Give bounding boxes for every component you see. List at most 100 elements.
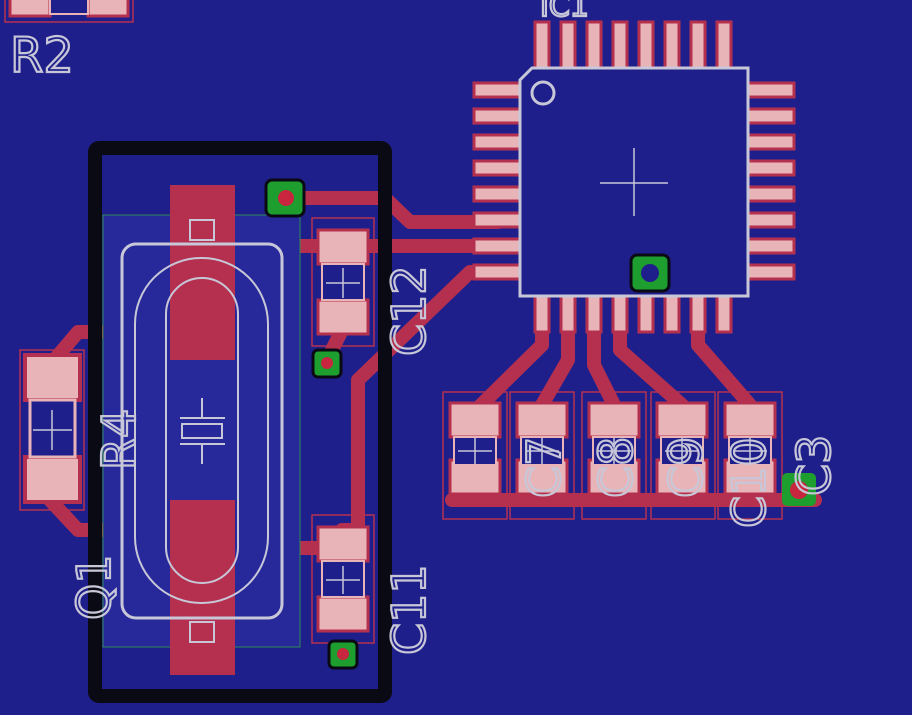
ic1-pin-top (663, 20, 681, 70)
ic1-pin-bottom (611, 294, 629, 334)
capacitor-c3 (717, 391, 783, 520)
crystal-pad-top (170, 185, 235, 360)
ic1-pin-right (746, 185, 796, 203)
ic1-package (472, 20, 796, 334)
label-c9: C9 (659, 437, 713, 498)
capacitor-c7 (442, 391, 508, 520)
crystal-q1 (88, 141, 392, 703)
via-ic-center (629, 253, 671, 293)
ic1-pin-left (472, 237, 522, 255)
crystal-pin-top (189, 219, 215, 241)
resistor-r4 (19, 349, 85, 511)
capacitor-c11 (311, 514, 375, 644)
r2-courtyard (4, 0, 134, 23)
c8-courtyard (509, 391, 575, 520)
via-c12 (311, 348, 343, 379)
ic1-pin-bottom (585, 294, 603, 334)
c9-courtyard (581, 391, 647, 520)
ic1-pin-top (533, 20, 551, 70)
label-r4: R4 (92, 409, 146, 470)
c7-courtyard (442, 391, 508, 520)
ic1-pin-right (746, 237, 796, 255)
capacitor-c12 (311, 217, 375, 347)
c10-pad-top (655, 401, 709, 439)
ic1-pin-top (715, 20, 733, 70)
c11-pad-bottom (316, 595, 370, 633)
crystal-body-outline (120, 242, 284, 620)
c8-origin-cross-icon (525, 438, 559, 464)
capacitor-c10 (650, 391, 716, 520)
crystal-can-outer (134, 257, 269, 604)
ic1-pin-left (472, 107, 522, 125)
label-c12: C12 (382, 265, 436, 356)
ic1-pin-bottom (637, 294, 655, 334)
c12-courtyard (311, 217, 375, 347)
r4-courtyard (19, 349, 85, 511)
ic1-pin-left (472, 159, 522, 177)
ic1-pin-top (611, 20, 629, 70)
c9-pad-top (587, 401, 641, 439)
ic1-origin-cross-icon (600, 148, 668, 216)
ic1-pin-left (472, 211, 522, 229)
ic1-pin-bottom (559, 294, 577, 334)
c11-origin-cross-icon (326, 566, 360, 594)
label-ic1: IC1 (540, 0, 589, 24)
ic1-pin-top (559, 20, 577, 70)
ic1-pin-top (585, 20, 603, 70)
ic1-pins (472, 20, 796, 334)
crystal-keepout-outline (88, 141, 392, 703)
label-c8: C8 (589, 437, 643, 498)
c8-pad-top (515, 401, 569, 439)
c3-courtyard (717, 391, 783, 520)
r4-origin-cross-icon (33, 410, 72, 450)
r4-pad-top (23, 353, 82, 402)
resistor-r2 (4, 0, 134, 23)
r2-body (49, 0, 89, 15)
via-top-left (264, 178, 306, 218)
crystal-pin-bottom (189, 621, 215, 643)
ic1-pin-right (746, 211, 796, 229)
label-c7: C7 (517, 437, 571, 498)
ic1-pin-right (746, 107, 796, 125)
c9-origin-cross-icon (597, 438, 631, 464)
ic1-pin-top (637, 20, 655, 70)
label-r2: R2 (10, 28, 74, 84)
ic1-pin-right (746, 81, 796, 99)
ic1-pin1-marker-icon (530, 80, 556, 106)
crystal-can-inner (165, 277, 239, 584)
ic1-pin-bottom (533, 294, 551, 334)
c12-pad-bottom (316, 298, 370, 336)
crystal-pad-bottom (170, 500, 235, 675)
r2-pad-right (86, 0, 130, 18)
ic1-pin-left (472, 81, 522, 99)
c12-origin-cross-icon (326, 268, 360, 298)
via-c11 (327, 639, 359, 670)
c3-origin-cross-icon (733, 438, 767, 464)
r4-pad-bottom (23, 455, 82, 504)
crystal-symbol-icon (180, 398, 225, 464)
ic1-pin-left (472, 185, 522, 203)
via-c3 (782, 473, 816, 506)
r2-pad-left (8, 0, 52, 18)
ic1-pin-right (746, 133, 796, 151)
c7-pad-top (448, 401, 502, 439)
label-c3: C3 (787, 435, 841, 496)
c12-pad-top (316, 228, 370, 266)
label-c10: C10 (722, 437, 776, 528)
ic1-pin-bottom (663, 294, 681, 334)
label-c11: C11 (382, 564, 436, 655)
c10-courtyard (650, 391, 716, 520)
c11-pad-top (316, 525, 370, 563)
c3-pad-top (723, 401, 777, 439)
ic1-pin-right (746, 263, 796, 281)
trace-ic-to-via-top (279, 191, 505, 229)
ic1-pin-bottom (689, 294, 707, 334)
c7-origin-cross-icon (458, 438, 492, 464)
ic1-pin-bottom (715, 294, 733, 334)
ic1-pin-left (472, 263, 522, 281)
c10-origin-cross-icon (665, 438, 699, 464)
ic1-pin-right (746, 159, 796, 177)
ic1-pin-top (689, 20, 707, 70)
label-q1: Q1 (67, 555, 121, 620)
